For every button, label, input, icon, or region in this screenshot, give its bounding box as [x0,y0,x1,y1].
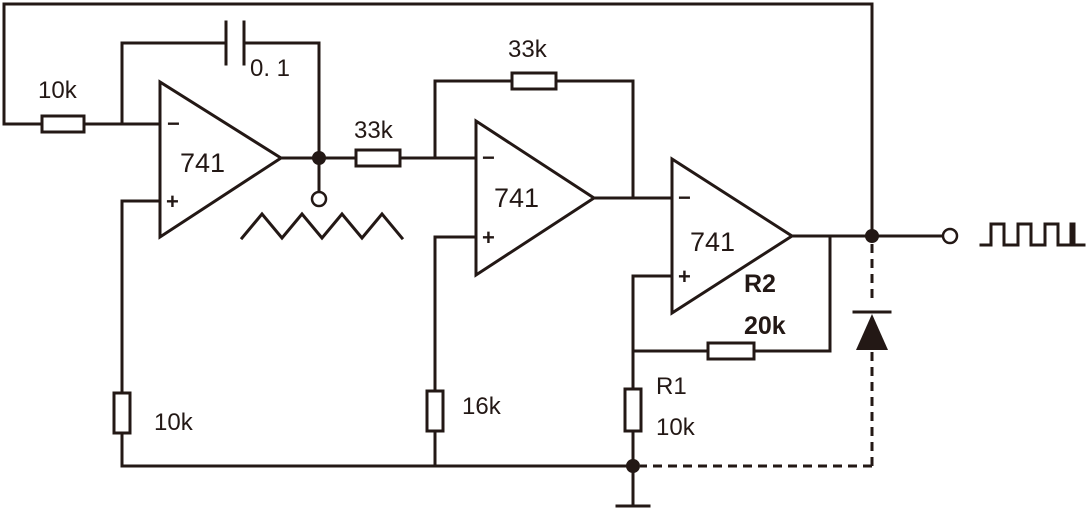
opamp-1-minus: − [167,111,180,136]
square-output-terminal [941,227,959,245]
opamp-2-plus: + [482,225,495,250]
wires [2,2,945,507]
opamp-3-label: 741 [690,227,735,257]
opamp-2-label: 741 [494,183,539,213]
resistor-ground-2 [425,389,445,433]
opamp-2 [474,118,597,278]
resistor-r2-name: R2 [744,270,776,298]
triangle-output-terminal [310,190,328,208]
junction-dot [626,459,640,473]
resistor-r1-name: R1 [656,373,687,400]
opamp-3-plus: + [678,264,691,289]
triangle-wave-icon [239,211,405,241]
opamp-1-plus: + [166,189,179,214]
junction-dot [312,151,326,165]
opamp-3 [670,156,795,316]
resistor-r2 [706,341,756,361]
opamp-1 [158,79,284,240]
diode-branch [640,244,874,468]
square-wave-icon [979,222,1086,247]
resistor-ground-2-label: 16k [462,393,502,420]
opamp-1-label: 741 [180,148,225,178]
resistor-series [354,148,402,168]
capacitor-label: 0. 1 [250,55,290,82]
resistor-r1-value: 10k [656,414,696,441]
resistor-r2-value: 20k [744,312,786,340]
resistor-r1 [623,387,643,433]
opamp-3-minus: − [678,185,691,210]
resistor-feedback [510,71,558,91]
capacitor [224,20,246,66]
resistor-ground-1 [112,391,132,435]
opamp-2-minus: − [482,145,495,170]
resistor-ground-1-label: 10k [154,409,194,436]
resistor-input-label: 10k [38,77,78,104]
diode-icon [852,310,892,350]
resistor-input [40,114,86,134]
resistor-series-label: 33k [354,117,394,144]
junction-dot [865,229,879,243]
resistor-feedback-label: 33k [508,36,548,63]
